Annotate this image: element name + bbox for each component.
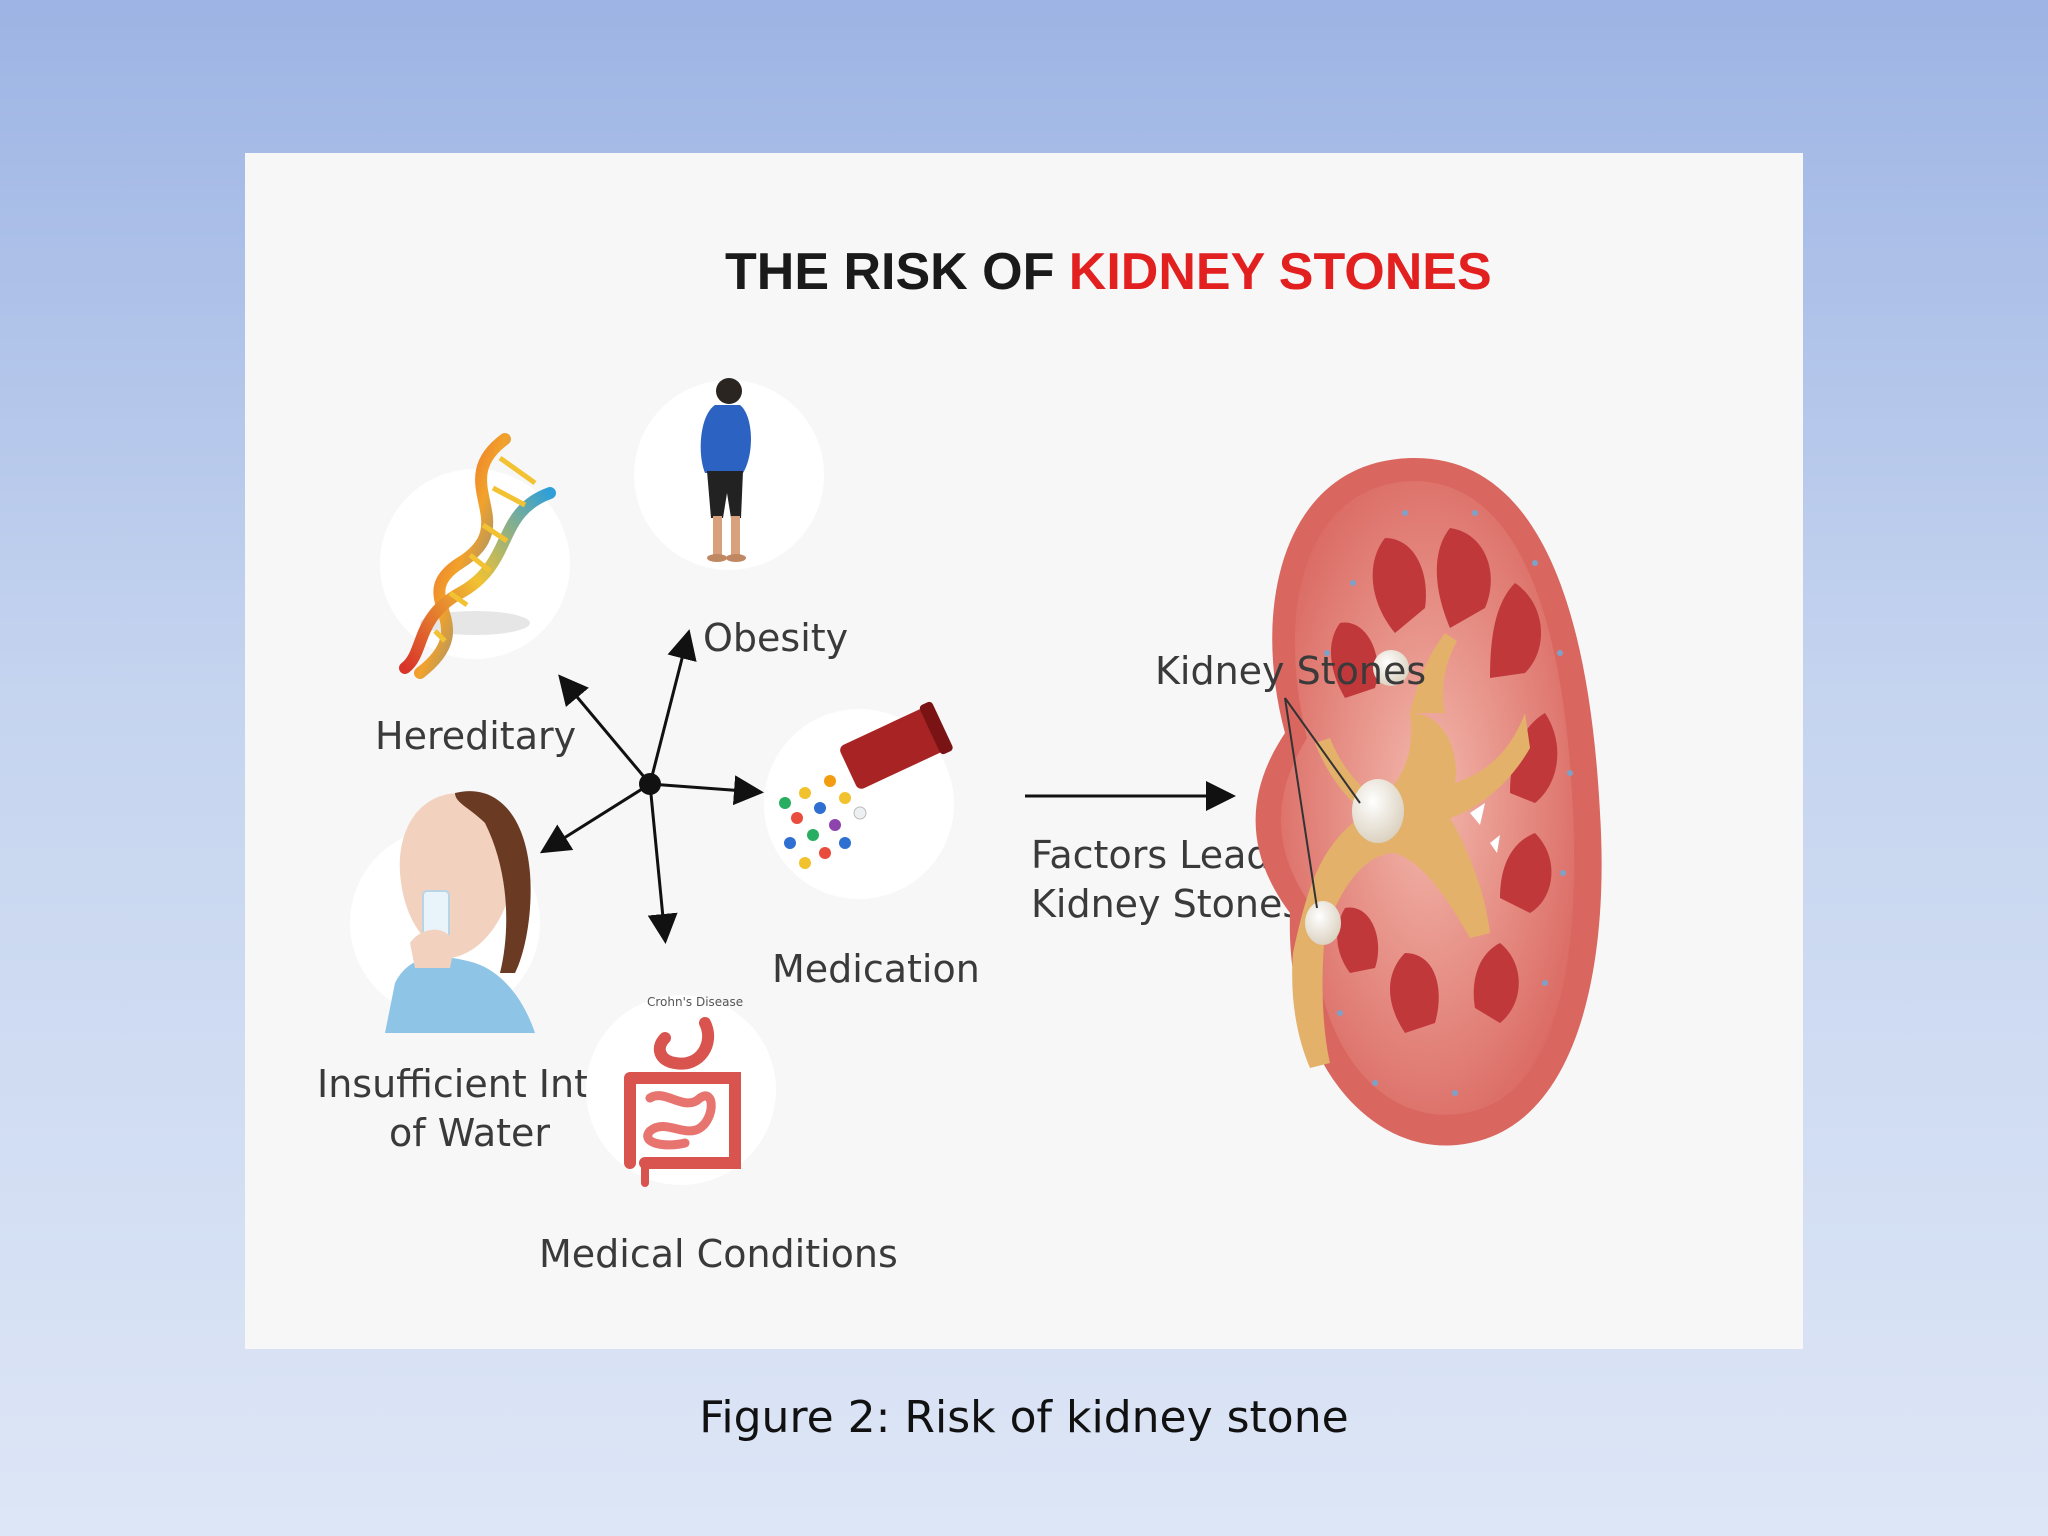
pills-bottle-icon <box>779 701 953 869</box>
figure-caption: Figure 2: Risk of kidney stone <box>699 1392 1349 1443</box>
factor-arrows <box>539 629 764 944</box>
figure-panel: THE RISK OF KIDNEY STONES <box>245 153 1803 1349</box>
obesity-factor: Obesity <box>634 378 848 660</box>
arrow-to-hereditary <box>558 674 652 785</box>
obesity-label: Obesity <box>703 616 848 660</box>
medication-factor: Medication <box>764 701 980 991</box>
arrow-label-line2: Kidney Stones <box>1031 882 1302 926</box>
medical-conditions-factor: Crohn's Disease Medical Conditions <box>539 995 898 1276</box>
dna-icon <box>399 433 556 679</box>
title-part-dark: THE RISK OF <box>725 243 1069 301</box>
obese-person-icon <box>700 378 751 562</box>
kidney-risk-diagram: THE RISK OF KIDNEY STONES <box>317 243 1602 1276</box>
diagram-title: THE RISK OF KIDNEY STONES <box>725 243 1492 301</box>
medical-conditions-label: Medical Conditions <box>539 1232 898 1276</box>
woman-drinking-water-icon <box>385 791 535 1033</box>
hereditary-factor: Hereditary <box>375 433 576 758</box>
arrow-to-obesity <box>648 629 697 785</box>
arrow-to-water <box>539 782 651 854</box>
kidney-stones-label: Kidney Stones <box>1155 649 1426 693</box>
water-label-line2: of Water <box>389 1111 550 1155</box>
title-part-accent: KIDNEY STONES <box>1069 243 1492 301</box>
arrow-hub <box>639 773 661 795</box>
digestive-system-icon <box>624 1017 741 1187</box>
kidney-cross-section-icon <box>1255 458 1602 1146</box>
medication-label: Medication <box>772 947 980 991</box>
hereditary-label: Hereditary <box>375 714 576 758</box>
arrow-to-medical-conditions <box>647 783 678 944</box>
arrow-to-medication <box>649 775 764 806</box>
crohns-inset-caption: Crohn's Disease <box>647 995 743 1009</box>
